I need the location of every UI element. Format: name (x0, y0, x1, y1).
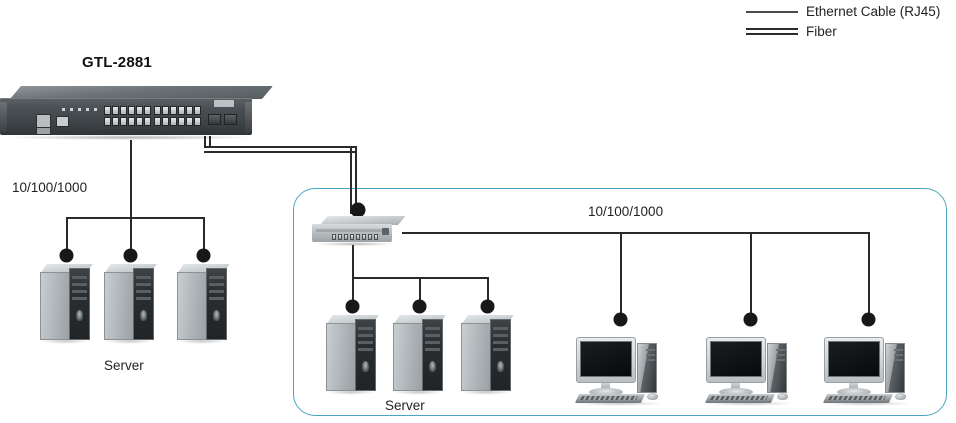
rack-switch-shadow (6, 135, 252, 140)
pc-node-1 (614, 313, 627, 326)
desktop-pc[interactable] (574, 333, 671, 406)
pc-node-2 (744, 313, 757, 326)
desktop-switch[interactable] (312, 216, 406, 250)
monitor-screen (710, 341, 762, 377)
server-tower[interactable] (326, 315, 379, 395)
inner-server-node-3 (481, 300, 494, 313)
rj45-port-bank (104, 106, 204, 130)
pc-speed-label: 10/100/1000 (588, 204, 664, 219)
fiber-line-icon (746, 28, 798, 36)
inner-server-drop-3 (487, 277, 489, 306)
legend: Ethernet Cable (RJ45) Fiber (742, 0, 956, 46)
server-tower[interactable] (104, 264, 157, 344)
left-server-drop-1 (66, 217, 68, 255)
status-led-row (62, 108, 102, 111)
inner-server-group-label: Server (385, 398, 425, 413)
monitor-screen (828, 341, 880, 377)
legend-label-fiber: Fiber (806, 24, 837, 39)
pc-drop-3 (868, 232, 870, 318)
core-switch-title: GTL-2881 (82, 54, 152, 71)
inner-server-drop-1 (352, 277, 354, 306)
fiber-uplink-node (351, 203, 365, 217)
rack-ear-right (245, 102, 252, 132)
left-server-drop-3 (203, 217, 205, 255)
mouse (777, 393, 788, 400)
server-tower[interactable] (177, 264, 230, 344)
ethernet-line-icon (746, 11, 798, 13)
mouse (647, 393, 658, 400)
inner-server-drop-2 (419, 277, 421, 306)
left-server-node-2 (124, 249, 137, 262)
inner-server-node-1 (346, 300, 359, 313)
monitor-screen (580, 341, 632, 377)
desktop-pc[interactable] (704, 333, 801, 406)
mouse (895, 393, 906, 400)
pc-bus (402, 232, 869, 234)
mgmt-port (36, 127, 51, 135)
inner-server-trunk (352, 245, 354, 278)
left-server-drop-2 (130, 217, 132, 255)
left-server-bus (66, 217, 205, 219)
inner-server-node-2 (413, 300, 426, 313)
vendor-logo (214, 100, 234, 107)
desktop-pc[interactable] (822, 333, 919, 406)
rack-switch-gtl-2881[interactable] (0, 86, 273, 140)
server-tower[interactable] (461, 315, 514, 395)
pc-drop-1 (620, 232, 622, 318)
left-server-node-3 (197, 249, 210, 262)
server-tower[interactable] (393, 315, 446, 395)
left-speed-label: 10/100/1000 (12, 180, 88, 195)
pc-node-3 (862, 313, 875, 326)
left-server-group-label: Server (104, 358, 144, 373)
rack-ear-left (0, 102, 7, 132)
pc-drop-2 (750, 232, 752, 318)
core-downlink-trunk (130, 140, 132, 218)
sfp-port-bank (208, 114, 240, 126)
remote-site-zone (293, 188, 947, 416)
left-server-node-1 (60, 249, 73, 262)
desktop-switch-port-bank (332, 234, 378, 240)
desktop-switch-logo (382, 228, 389, 235)
legend-label-ethernet: Ethernet Cable (RJ45) (806, 4, 941, 19)
server-tower[interactable] (40, 264, 93, 344)
reset-button[interactable] (56, 116, 69, 127)
